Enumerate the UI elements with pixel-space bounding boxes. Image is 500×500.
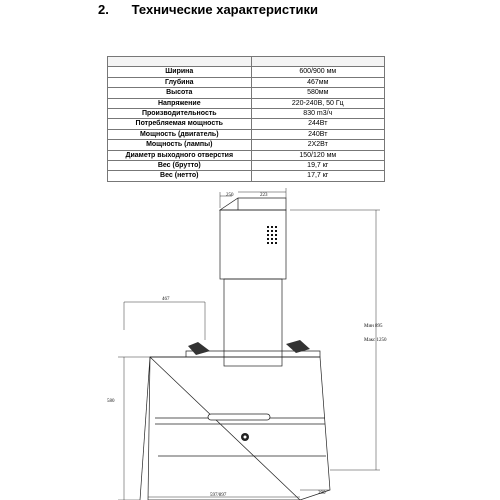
dim-bottom-depth-label: 290 (318, 491, 326, 496)
spec-row: Вес (брутто)19,7 кг (107, 160, 386, 172)
dim-depth-label: 467 (162, 297, 170, 302)
mount-bracket-left (188, 342, 210, 355)
spec-value: 467мм (250, 76, 386, 89)
spec-value: 244Вт (250, 118, 386, 130)
dim-chimney-width-label: 223 (260, 193, 268, 198)
spec-row: Вес (нетто)17,7 кг (107, 170, 386, 182)
hood-body (147, 356, 331, 500)
dim-max-label: Макс 1250 (364, 338, 387, 343)
spec-row: Мощность (двигатель)240Вт (107, 128, 386, 141)
section-title: Технические характеристики (131, 2, 318, 17)
spec-value: 220-240В, 50 Гц (250, 97, 386, 110)
dim-min-label: Мин 895 (364, 324, 383, 329)
chimney-vent-icon (267, 226, 277, 244)
spec-value: 830 m3/ч (250, 107, 386, 120)
light-bar (207, 413, 271, 421)
spec-value: 19,7 кг (250, 160, 386, 172)
spec-row: Мощность (лампы)2X2Вт (107, 139, 386, 151)
dim-height-label: 580 (107, 399, 115, 404)
spec-value: 150/120 мм (250, 149, 386, 162)
spec-value: 580мм (250, 87, 386, 99)
spec-value: 600/900 мм (250, 66, 386, 78)
dim-chimney-depth-label: 250 (226, 193, 234, 198)
section-number: 2. (98, 2, 109, 17)
spec-value: 240Вт (250, 128, 386, 141)
spec-value: 17,7 кг (250, 170, 386, 182)
chimney-upper (219, 209, 287, 280)
dimension-lines (118, 188, 380, 500)
chimney-top (218, 197, 287, 211)
chimney-lower (223, 278, 283, 367)
mount-bracket-right (286, 340, 310, 353)
dim-width-label: 597/897 (210, 493, 227, 498)
section-heading: 2. Технические характеристики (98, 2, 318, 17)
spec-value: 2X2Вт (250, 139, 386, 151)
